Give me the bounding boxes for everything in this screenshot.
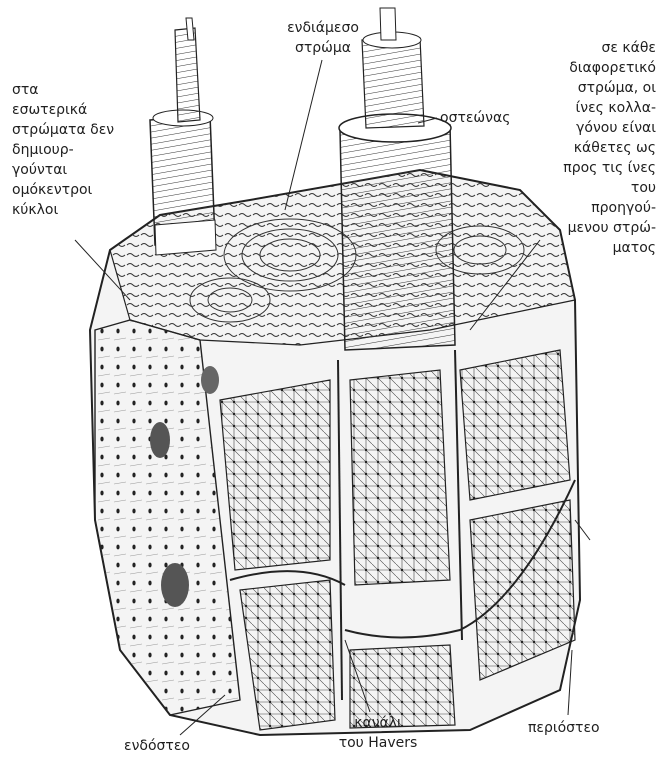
label-line: κανάλι [318,713,438,733]
label-line: περιόστεο [528,718,600,738]
label-collagen-note: σε κάθε διαφορετικό στρώμα, οι ίνες κολλ… [563,38,656,258]
label-line: δημιουρ- [12,140,114,160]
label-line: στρώμα, οι [563,78,656,98]
label-line: γόνου είναι [563,118,656,138]
label-line: στα [12,80,114,100]
label-periosteum: περιόστεο [528,718,600,738]
label-line: στρώματα δεν [12,120,114,140]
label-intermediate-layer: ενδιάμεσο στρώμα [258,18,388,58]
label-line: οστεώνας [440,108,510,128]
label-line: προς τις ίνες [563,158,656,178]
label-line: προηγού- [563,198,656,218]
label-line: ίνες κολλα- [563,98,656,118]
label-line: σε κάθε [563,38,656,58]
label-line: μενου στρώ- [563,218,656,238]
label-line: γούνται [12,160,114,180]
label-line: ενδιάμεσο [258,18,388,38]
label-line: κάθετες ως [563,138,656,158]
label-line: διαφορετικό [563,58,656,78]
label-line: εσωτερικά [12,100,114,120]
label-line: στρώμα [258,38,388,58]
label-havers-canal: κανάλι του Havers [318,713,438,753]
label-inner-layers-note: στα εσωτερικά στρώματα δεν δημιουρ- γούν… [12,80,114,220]
label-osteon: οστεώνας [440,108,510,128]
label-line: ματος [563,238,656,258]
label-line: του [563,178,656,198]
label-line: κύκλοι [12,200,114,220]
label-line: ενδόστεο [124,736,190,756]
label-line: του Havers [318,733,438,753]
osteon-cylinder-right [339,8,455,350]
label-endosteum: ενδόστεο [124,736,190,756]
label-line: ομόκεντροι [12,180,114,200]
osteon-cylinder-left [150,18,216,255]
